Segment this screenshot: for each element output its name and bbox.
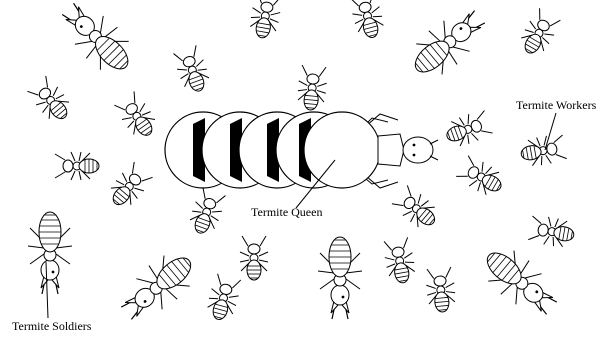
- termite-worker: [516, 7, 562, 59]
- termite-worker: [391, 184, 443, 234]
- termite-soldier: [28, 212, 72, 294]
- termite-worker: [442, 109, 493, 150]
- termite-queen: [165, 112, 438, 188]
- queen-label: Termite Queen: [251, 205, 322, 219]
- queen-abdomen: [165, 112, 380, 188]
- termite-worker: [240, 236, 268, 280]
- termite-worker: [348, 0, 386, 41]
- termite-worker: [528, 214, 576, 249]
- termite-worker: [26, 75, 76, 127]
- termite-soldier: [318, 237, 362, 319]
- termite-worker: [248, 0, 283, 40]
- queen-head: [378, 134, 438, 166]
- termite-worker: [455, 154, 507, 200]
- termite-soldier: [52, 0, 141, 82]
- termite-soldier: [403, 0, 494, 86]
- termite-worker: [186, 187, 227, 238]
- workers-label: Termite Workers: [516, 98, 597, 112]
- termite-worker: [172, 45, 213, 96]
- termite-worker: [296, 65, 328, 111]
- termite-worker: [204, 273, 242, 323]
- termite-worker: [104, 161, 154, 213]
- termite-worker: [425, 267, 457, 313]
- termite-worker: [519, 133, 567, 168]
- termite-worker: [55, 152, 99, 180]
- termite-worker: [382, 237, 417, 285]
- soldiers-label: Termite Soldiers: [12, 319, 92, 333]
- termite-soldier: [475, 239, 566, 325]
- termite-soldier: [112, 244, 203, 330]
- termite-worker: [113, 90, 161, 142]
